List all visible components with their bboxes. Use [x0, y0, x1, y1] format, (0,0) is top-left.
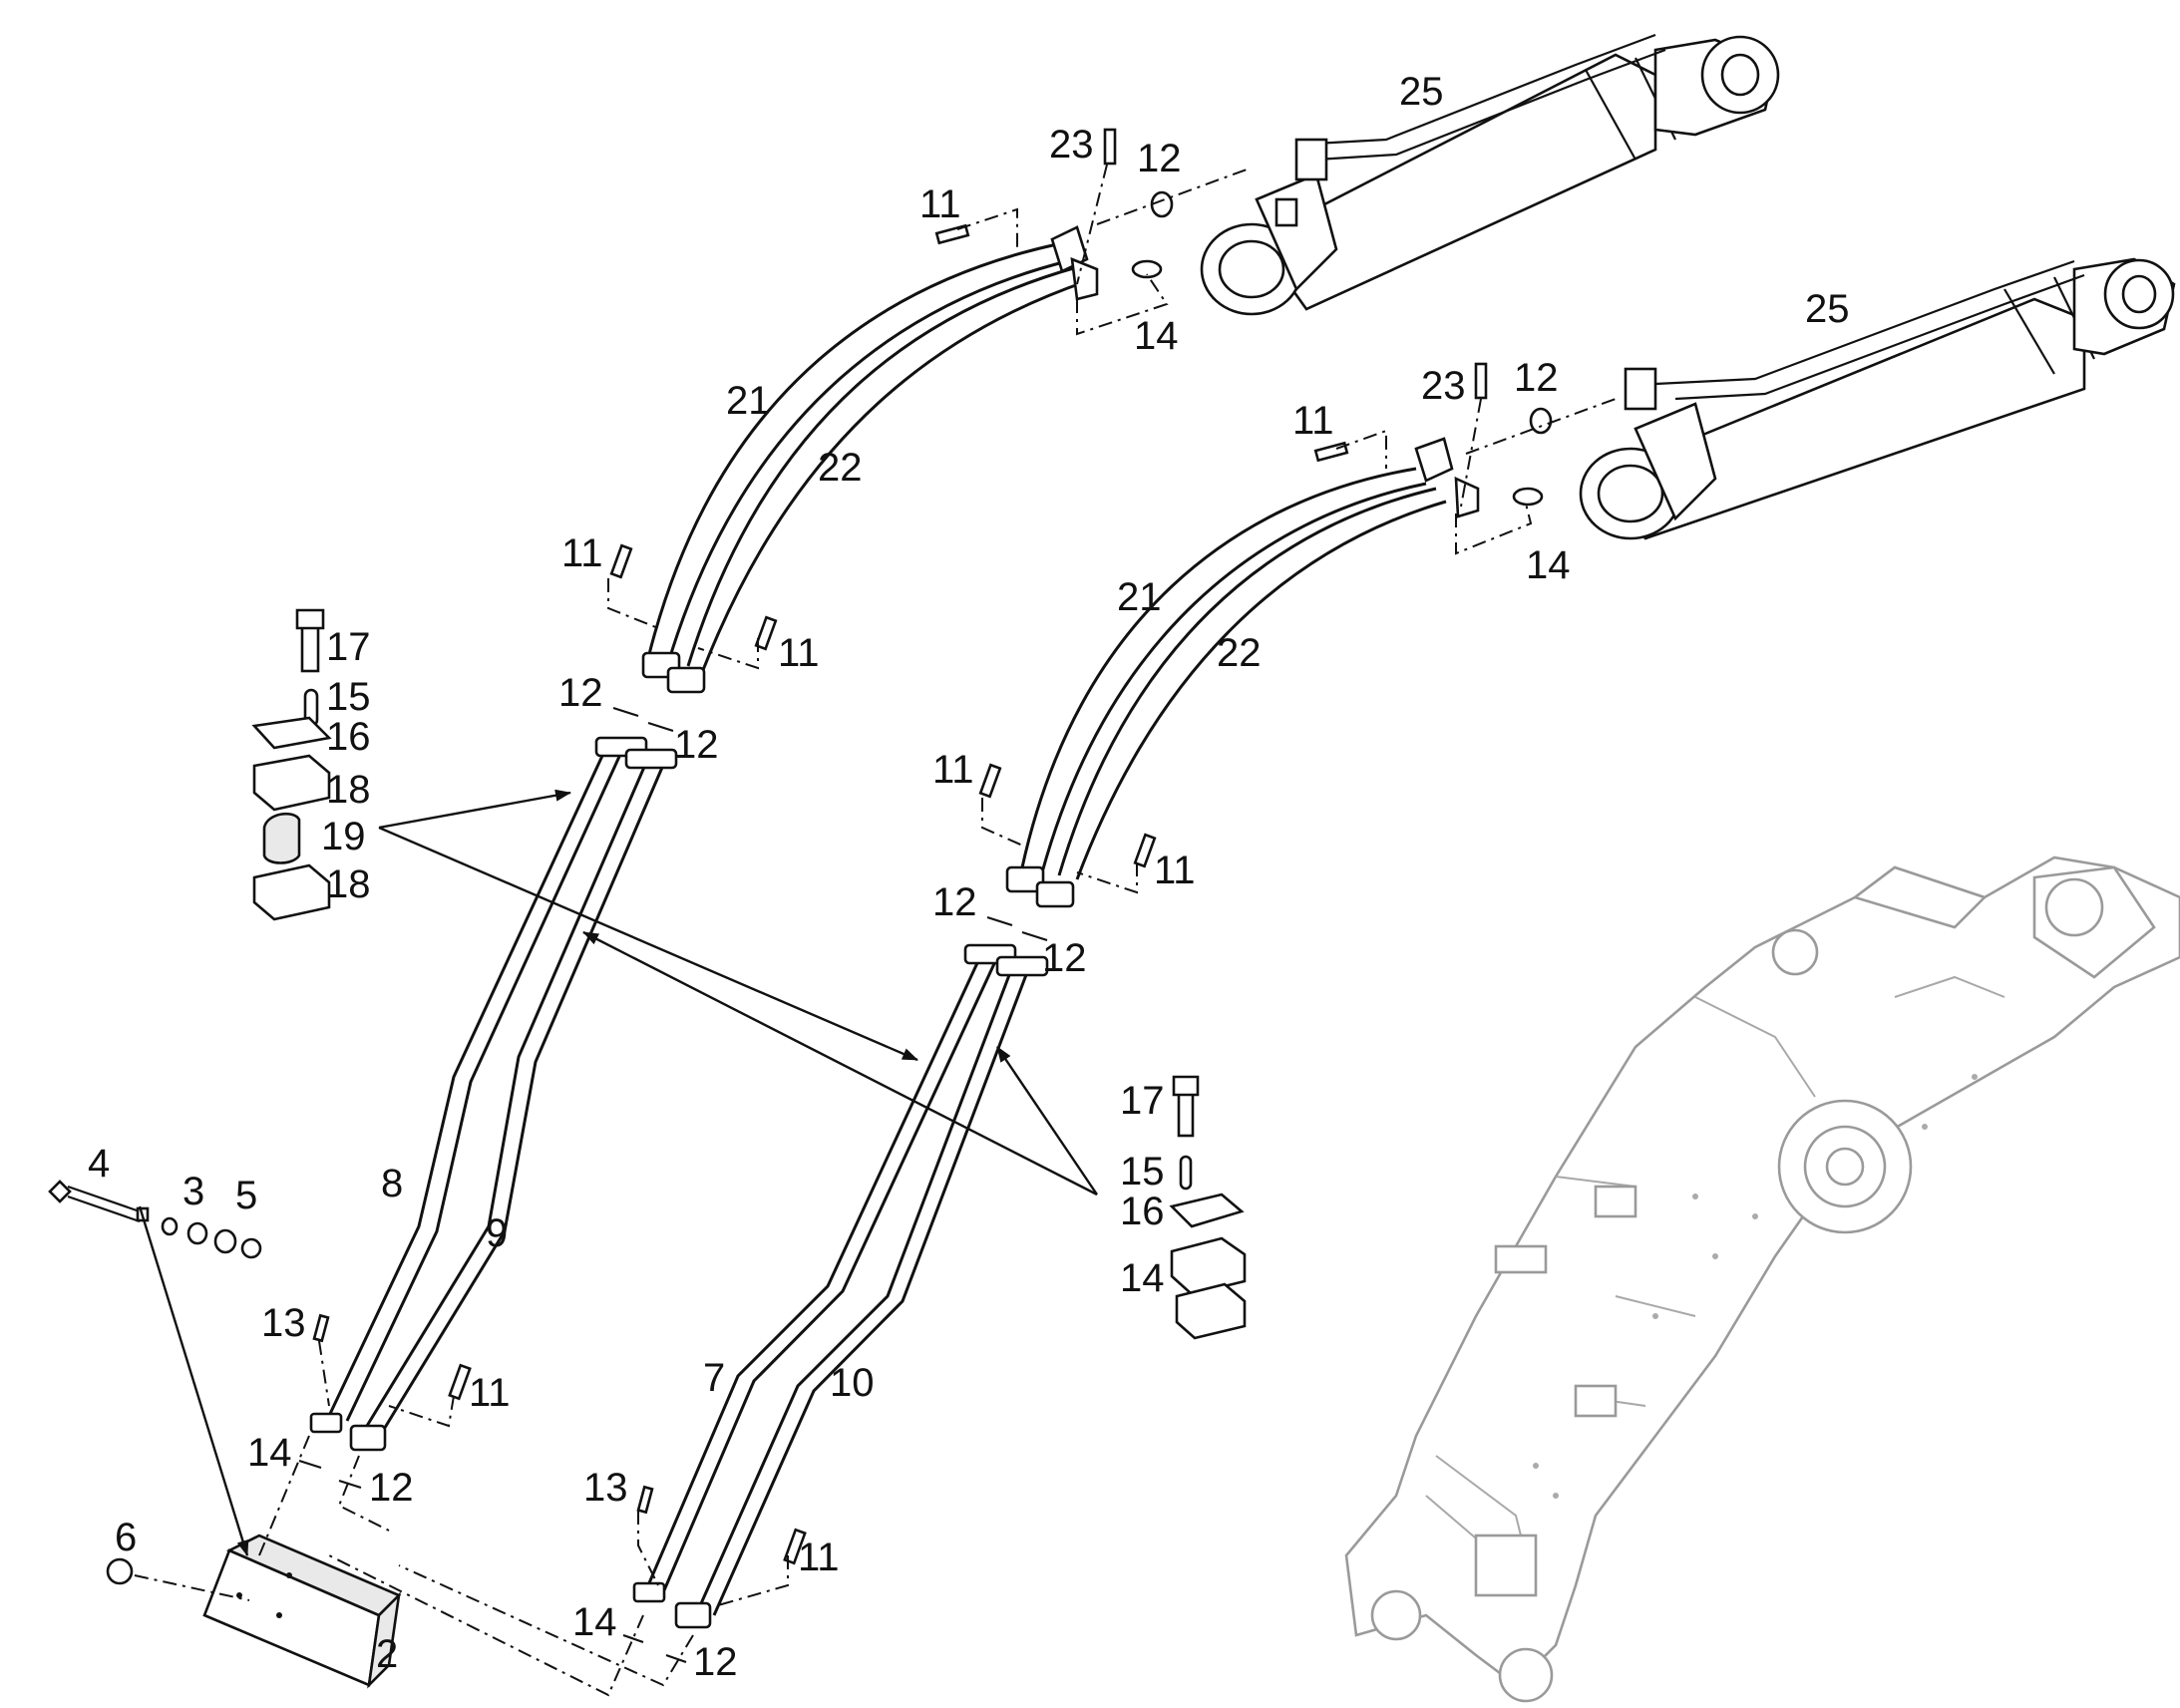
callout-11: 11	[798, 1536, 840, 1579]
callout-11: 11	[1154, 849, 1196, 892]
hydraulic-cylinder-upper	[1200, 33, 1780, 316]
callout-9: 9	[486, 1211, 508, 1255]
callout-12: 12	[674, 723, 719, 767]
callout-12: 12	[1137, 137, 1182, 180]
callout-14: 14	[572, 1600, 617, 1644]
callout-2: 2	[376, 1632, 398, 1676]
callout-25: 25	[1399, 70, 1444, 114]
pointer-arrows	[138, 789, 1098, 1556]
callout-14: 14	[247, 1431, 292, 1475]
callout-11: 11	[1292, 399, 1334, 443]
callout-12: 12	[932, 880, 977, 924]
callout-22: 22	[1217, 631, 1262, 675]
callout-19: 18	[326, 862, 371, 906]
callout-25: 25	[1805, 287, 1850, 331]
callout-13: 13	[583, 1466, 628, 1510]
assembly-leaders	[134, 164, 1617, 1697]
callout-18: 17	[1120, 1079, 1165, 1123]
callout-12: 12	[369, 1466, 414, 1510]
callout-12: 12	[1042, 936, 1087, 980]
flange-fittings	[309, 225, 1480, 1629]
hydraulic-cylinder-lower	[1579, 257, 2176, 540]
callout-11: 11	[778, 631, 820, 675]
callout-4: 4	[88, 1142, 110, 1186]
callout-12: 12	[558, 671, 603, 715]
callout-11: 11	[932, 748, 974, 792]
clamp-group-left	[251, 608, 332, 921]
callout-21: 21	[726, 379, 771, 423]
callout-10: 10	[830, 1361, 875, 1405]
callout-8: 8	[381, 1162, 403, 1205]
callout-17: 16	[326, 715, 371, 759]
callout-16: 15	[326, 675, 371, 719]
callout-19: 18	[326, 768, 371, 812]
callout-11: 11	[469, 1371, 511, 1415]
callout-14: 14	[1134, 314, 1179, 358]
o-rings	[298, 190, 1553, 1664]
callout-3: 3	[182, 1170, 204, 1213]
callout-23: 23	[1421, 364, 1466, 408]
callout-18: 17	[326, 625, 371, 669]
callout-11: 11	[561, 531, 603, 575]
callout-17: 16	[1120, 1190, 1165, 1233]
callout-20: 19	[321, 815, 366, 858]
callout-14: 14	[1526, 543, 1571, 587]
callout-23: 23	[1049, 123, 1094, 167]
callout-5: 5	[235, 1174, 257, 1217]
bolt-group	[48, 1180, 262, 1585]
callout-7: 7	[703, 1356, 725, 1400]
callout-16: 15	[1120, 1150, 1165, 1194]
callout-11: 11	[919, 182, 961, 226]
callout-21: 21	[1117, 575, 1162, 619]
callout-15: 14	[1120, 1256, 1165, 1300]
callout-13: 13	[261, 1301, 306, 1345]
callout-22: 22	[818, 446, 863, 490]
boom-structure	[1344, 855, 2180, 1703]
callout-6: 6	[115, 1516, 137, 1559]
manifold-block	[202, 1534, 402, 1689]
hoses	[327, 242, 1447, 1616]
bolts	[312, 128, 1488, 1565]
callout-12: 12	[1514, 356, 1559, 400]
callout-12: 12	[693, 1640, 738, 1684]
callout-labels: 25 25 23 23 12 12 11 11 14 14 21 22 21 2…	[88, 70, 1850, 1684]
clamp-group-right	[1169, 1075, 1247, 1340]
